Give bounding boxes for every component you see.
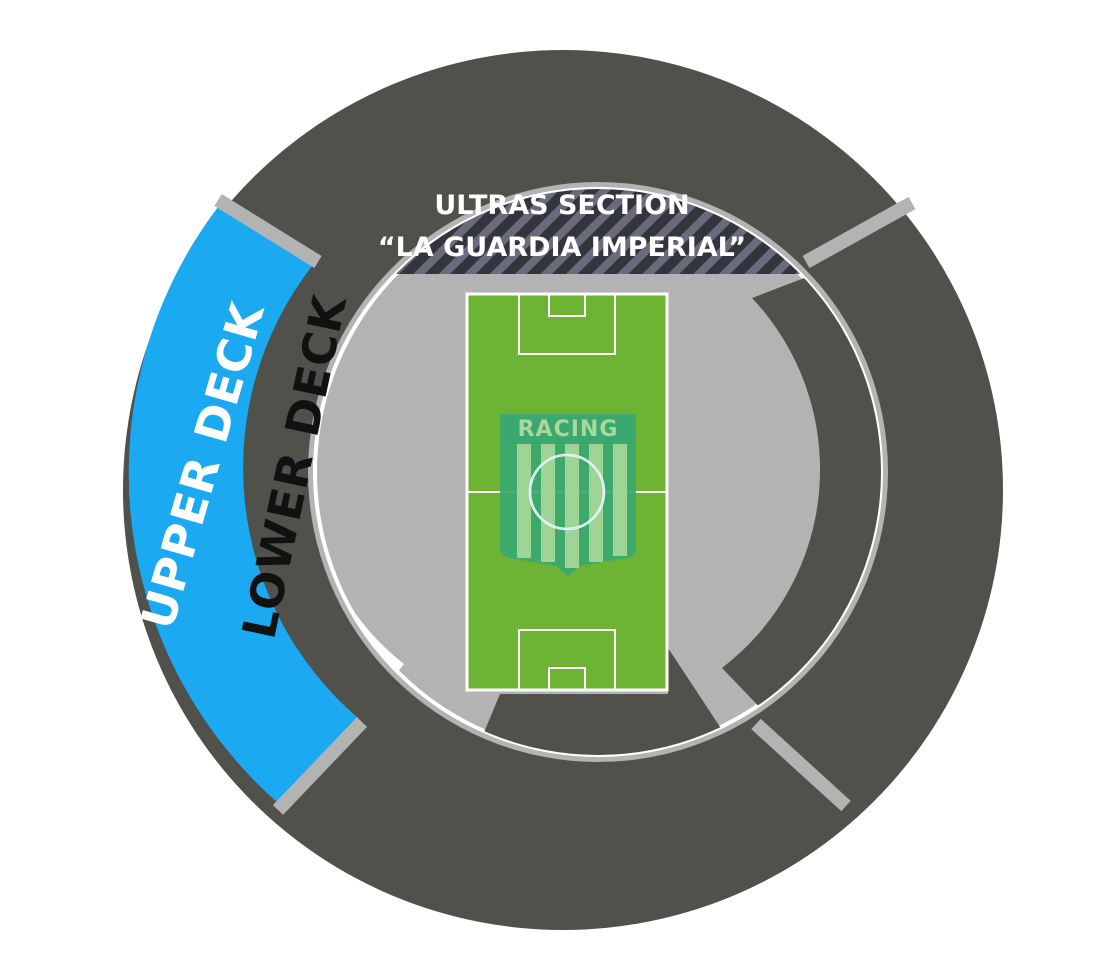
upper-deck-section[interactable] bbox=[128, 207, 358, 803]
ultras-label-line2: “LA GUARDIA IMPERIAL” bbox=[378, 232, 746, 263]
sector-separators bbox=[214, 194, 916, 815]
inner-stand-right[interactable] bbox=[722, 272, 888, 718]
racing-crest-logo: RACING bbox=[500, 414, 636, 576]
ultras-label-line1: ULTRAS SECTION bbox=[434, 190, 689, 221]
crest-name: RACING bbox=[518, 417, 619, 442]
